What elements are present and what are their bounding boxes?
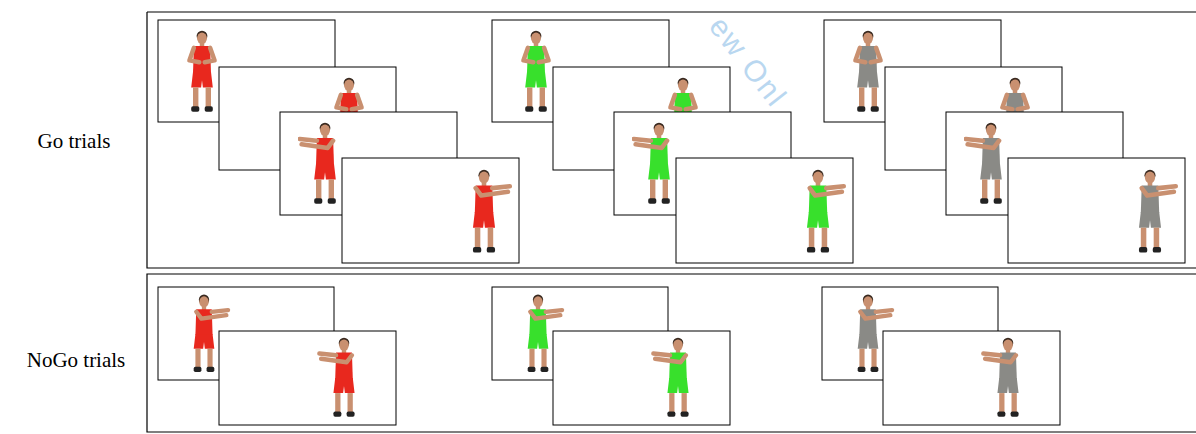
row-label: Go trials xyxy=(38,129,111,154)
row-label: NoGo trials xyxy=(27,348,126,373)
